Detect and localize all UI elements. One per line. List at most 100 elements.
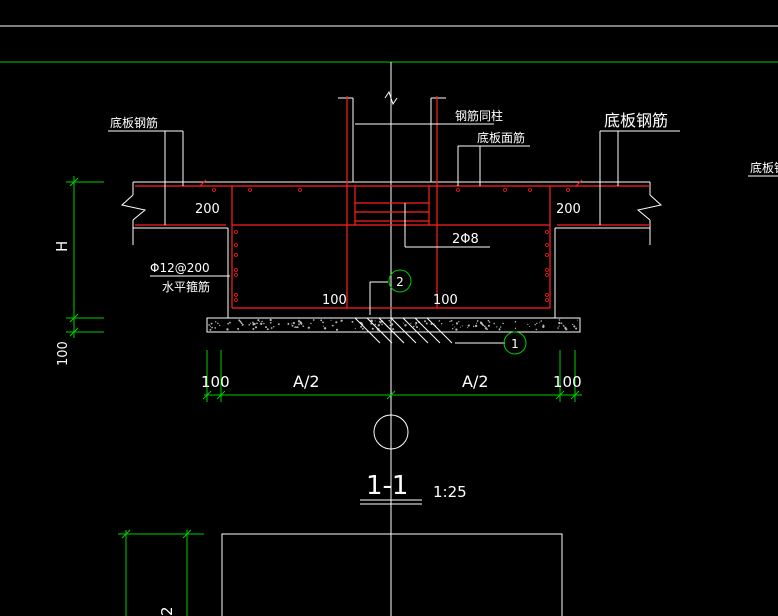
concrete-texture-dot [562,324,564,326]
concrete-texture-dot [294,326,296,329]
rebar-section-dot [503,188,507,192]
concrete-texture-dot [557,327,559,329]
concrete-texture-dot [392,328,395,331]
rebar [135,96,650,309]
concrete-texture-dot [253,322,256,325]
concrete-texture-dot [272,325,275,328]
concrete-texture-dot [362,328,364,330]
concrete-texture-dot [320,319,323,322]
concrete-texture-dot [572,323,574,326]
concrete-texture-dot [438,320,441,322]
rebar-section-dot [234,230,238,234]
label-horizontal-rebar-spec: Φ12@200 [150,261,210,275]
concrete-texture-dot [433,323,435,325]
concrete-texture-dot [391,323,394,326]
concrete-texture-dot [390,319,392,322]
dim-half-left: A/2 [293,372,320,391]
concrete-texture-dot [410,322,412,324]
concrete-texture-dot [486,328,489,331]
concrete-texture-dot [295,326,297,328]
concrete-texture-dot [475,322,478,324]
rebar-dots [212,188,570,302]
rebar-section-dot [456,188,460,192]
concrete-texture-dot [208,324,210,326]
concrete-texture-dot [502,322,504,325]
rebar-section-dot [545,268,549,272]
concrete-texture-dot [242,324,244,326]
concrete-texture-dot [540,320,542,322]
concrete-texture-dot [374,323,376,326]
dim-offset-right: 100 [433,293,458,308]
rebar-section-dot [545,298,549,302]
rebar-section-dot [545,293,549,297]
concrete-texture-dot [452,328,454,330]
concrete-texture-dot [418,328,420,330]
concrete-texture-dot [227,322,229,325]
concrete-texture-dot [454,326,456,328]
center-axis [384,62,398,616]
label-column-rebar: 钢筋同柱 [455,108,503,123]
dim-offset-left: 100 [322,293,347,308]
rebar-section-dot [234,243,238,247]
concrete-texture-dot [340,319,343,322]
concrete-texture-dot [250,322,252,324]
concrete-texture-dot [354,327,356,329]
concrete-texture-dot [330,319,332,321]
concrete-texture-dot [484,327,487,330]
rebar-section-dot [234,293,238,297]
concrete-texture-dot [379,321,382,324]
concrete-texture-dot [296,326,299,329]
concrete-texture-dot [575,327,578,330]
concrete-texture-dot [254,326,258,329]
concrete-texture-dot [558,319,561,321]
concrete-texture-dot [312,319,315,321]
concrete-texture-dot [298,323,300,326]
rebar-section-dot [566,188,570,192]
concrete-texture-dot [265,326,267,329]
leader-lines [108,123,778,344]
concrete-texture-dot [371,327,374,330]
concrete-texture-dot [455,328,458,331]
callout-2-label: 2 [396,275,404,289]
concrete-texture-dot [563,325,565,327]
concrete-texture-dot [449,320,451,323]
rebar-section-dot [545,253,549,257]
concrete-texture-dot [467,327,469,329]
concrete-texture-dot [536,322,538,325]
concrete-texture-dot [292,322,295,324]
concrete-texture-dot [252,328,255,330]
concrete-texture-dot [310,322,312,325]
concrete-texture-dot [322,325,324,327]
concrete-texture-dot [335,321,338,324]
concrete-texture-dot [351,320,354,323]
concrete-texture-dot [248,324,250,326]
label-slab-face-rebar: 底板面筋 [477,130,525,145]
section-title: 1-1 [366,471,408,501]
section-scale: 1:25 [433,483,467,501]
concrete-texture-dot [487,324,490,327]
concrete-texture-dot [529,325,531,328]
concrete-texture-dot [493,322,495,325]
rebar-section-dot [234,268,238,272]
concrete-texture-dot [209,328,212,331]
concrete-texture-dot [558,321,561,325]
label-bottom-slab-rebar-right: 底板钢筋 [604,111,668,130]
concrete-texture-dot [403,322,405,324]
concrete-texture-dot [499,326,502,328]
concrete-texture-dot [261,320,263,323]
concrete-texture-dot [237,328,240,330]
bottom-slab-outline [120,97,663,318]
concrete-texture-dot [542,325,545,329]
concrete-texture-dot [307,326,310,329]
concrete-texture-dot [450,319,453,322]
concrete-texture-dot [487,319,490,322]
concrete-texture-dot [323,327,327,330]
label-horizontal-rebar-name: 水平箍筋 [162,279,210,294]
concrete-texture-dot [252,321,254,324]
lower-detail [221,533,563,616]
concrete-texture-dot [377,324,380,327]
concrete-texture-dot [374,320,376,322]
callout-1-label: 1 [511,337,519,351]
concrete-texture-dot [534,324,536,326]
